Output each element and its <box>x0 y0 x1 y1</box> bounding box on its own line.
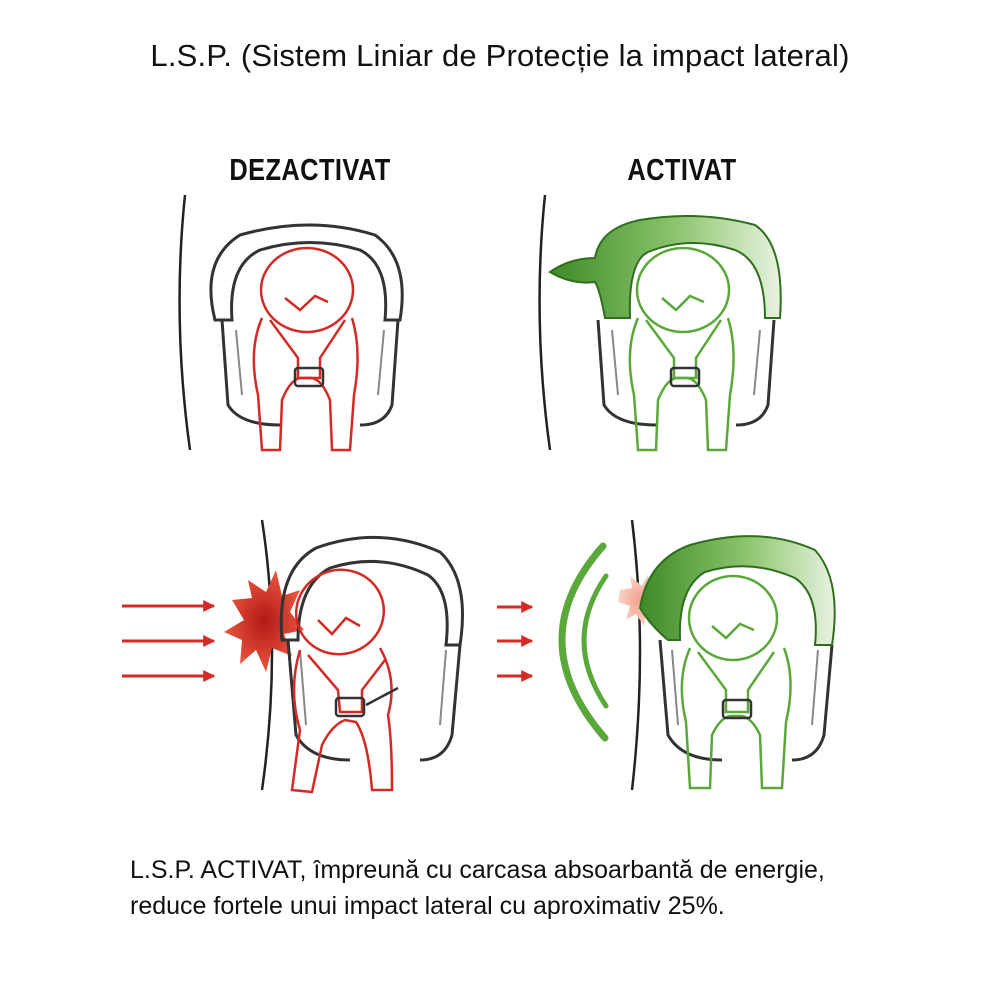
child-figure <box>290 568 399 794</box>
seat-shell <box>209 223 404 427</box>
door-line <box>538 194 552 451</box>
shock-wave-outer <box>558 542 609 742</box>
panel-activated-bottom <box>497 519 836 791</box>
lsp-deployed <box>548 215 782 319</box>
impact-arrows <box>497 601 534 682</box>
page-title: L.S.P. (Sistem Liniar de Protecție la im… <box>150 38 850 73</box>
label-activated: ACTIVAT <box>627 152 737 187</box>
shock-wave-inner <box>581 573 609 709</box>
door-line <box>178 194 192 451</box>
door-line <box>260 519 274 791</box>
panel-deactivated-top <box>178 194 404 452</box>
impact-arrows <box>122 600 216 682</box>
seat-shell <box>658 639 834 762</box>
child-figure <box>628 246 735 452</box>
seat-shell <box>596 319 776 427</box>
child-figure <box>680 574 792 790</box>
impact-burst <box>224 570 304 672</box>
door-line <box>630 519 642 791</box>
shock-waves <box>558 542 609 742</box>
lsp-deployed <box>638 535 836 646</box>
caption-line-1: L.S.P. ACTIVAT, împreună cu carcasa abso… <box>130 856 825 884</box>
seat-shell <box>279 536 464 762</box>
caption: L.S.P. ACTIVAT, împreună cu carcasa abso… <box>130 852 890 924</box>
label-deactivated: DEZACTIVAT <box>229 152 391 187</box>
panel-deactivated-bottom <box>122 519 464 794</box>
panel-activated-top <box>538 194 782 452</box>
caption-line-2: reduce fortele unui impact lateral cu ap… <box>130 892 725 920</box>
child-figure <box>252 246 359 452</box>
